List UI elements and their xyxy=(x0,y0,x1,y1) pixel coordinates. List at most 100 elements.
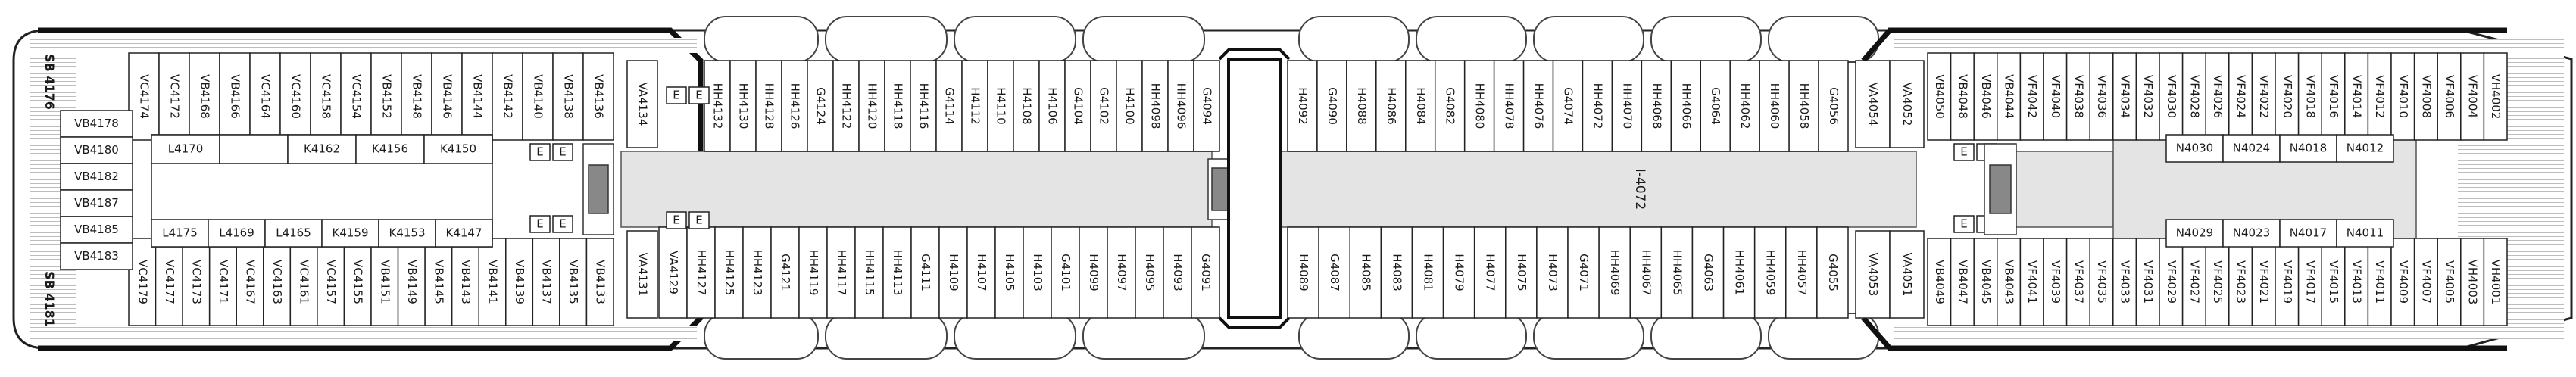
cabin[interactable]: HH4068 xyxy=(1641,60,1672,152)
cabin[interactable]: H4088 xyxy=(1346,60,1377,152)
cabin[interactable]: G4082 xyxy=(1434,60,1466,152)
cabin[interactable]: VF4014 xyxy=(2344,52,2369,141)
cabin[interactable]: VB4045 xyxy=(1973,238,1998,326)
cabin[interactable]: G4063 xyxy=(1691,226,1725,319)
cabin[interactable]: VB4182 xyxy=(60,163,133,191)
cabin[interactable]: VC4172 xyxy=(158,52,190,141)
cabin[interactable]: L4170 xyxy=(151,134,220,164)
cabin[interactable]: K4159 xyxy=(321,219,379,248)
cabin[interactable]: H4083 xyxy=(1380,226,1413,319)
cabin[interactable]: VA4129 xyxy=(658,226,688,319)
cabin[interactable]: H4085 xyxy=(1349,226,1382,319)
cabin[interactable]: VF4025 xyxy=(2205,238,2230,326)
cabin[interactable]: VF4031 xyxy=(2135,238,2160,326)
cabin[interactable]: VA4052 xyxy=(1889,60,1925,148)
cabin[interactable]: VH4003 xyxy=(2460,238,2485,326)
cabin[interactable]: HH4076 xyxy=(1522,60,1554,152)
cabin[interactable]: VF4036 xyxy=(2089,52,2114,141)
cabin[interactable]: VB4046 xyxy=(1973,52,1998,141)
cabin[interactable]: G4121 xyxy=(770,226,800,319)
cabin[interactable]: VF4011 xyxy=(2367,238,2392,326)
cabin[interactable]: HH4122 xyxy=(832,60,860,152)
cabin[interactable]: VB4043 xyxy=(1997,238,2022,326)
cabin[interactable]: HH4061 xyxy=(1722,226,1756,319)
cabin[interactable]: VF4020 xyxy=(2275,52,2300,141)
cabin[interactable]: VB4050 xyxy=(1927,52,1952,141)
cabin[interactable]: H4099 xyxy=(1079,226,1108,319)
cabin[interactable]: VF4006 xyxy=(2437,52,2462,141)
cabin[interactable]: HH4118 xyxy=(884,60,911,152)
cabin[interactable] xyxy=(219,134,289,164)
cabin[interactable]: VF4013 xyxy=(2344,238,2369,326)
cabin[interactable]: G4090 xyxy=(1316,60,1347,152)
cabin[interactable]: VC4179 xyxy=(128,238,157,326)
cabin[interactable]: K4147 xyxy=(435,219,493,248)
cabin[interactable]: H4105 xyxy=(994,226,1024,319)
cabin[interactable]: VF4019 xyxy=(2275,238,2300,326)
cabin[interactable]: VF4037 xyxy=(2065,238,2090,326)
cabin[interactable]: VF4010 xyxy=(2390,52,2415,141)
cabin[interactable]: G4114 xyxy=(935,60,963,152)
cabin[interactable]: VC4164 xyxy=(249,52,281,141)
cabin[interactable]: VF4026 xyxy=(2205,52,2230,141)
cabin[interactable]: VB4145 xyxy=(424,238,453,326)
cabin[interactable]: K4162 xyxy=(287,134,357,164)
cabin[interactable]: VC4177 xyxy=(155,238,183,326)
cabin[interactable]: H4109 xyxy=(938,226,968,319)
cabin[interactable]: HH4069 xyxy=(1598,226,1631,319)
cabin[interactable]: VF4042 xyxy=(2019,52,2044,141)
cabin[interactable]: H4110 xyxy=(987,60,1014,152)
cabin[interactable]: H4081 xyxy=(1411,226,1444,319)
cabin[interactable]: HH4060 xyxy=(1759,60,1790,152)
cabin[interactable]: H4075 xyxy=(1505,226,1538,319)
cabin[interactable]: VF4015 xyxy=(2321,238,2346,326)
cabin[interactable]: VF4030 xyxy=(2159,52,2184,141)
cabin[interactable]: VF4039 xyxy=(2043,238,2068,326)
cabin[interactable]: VC4174 xyxy=(128,52,160,141)
cabin[interactable]: K4150 xyxy=(423,134,493,164)
cabin[interactable]: VF4022 xyxy=(2251,52,2276,141)
cabin[interactable]: VA4131 xyxy=(626,230,658,319)
cabin[interactable]: VF4028 xyxy=(2181,52,2206,141)
cabin[interactable]: VH4002 xyxy=(2483,52,2508,141)
cabin[interactable]: VB4185 xyxy=(60,216,133,244)
cabin[interactable]: VB4135 xyxy=(559,238,588,326)
cabin[interactable]: VC4171 xyxy=(208,238,237,326)
cabin[interactable]: H4095 xyxy=(1135,226,1164,319)
cabin[interactable]: VF4035 xyxy=(2089,238,2114,326)
cabin[interactable]: N4017 xyxy=(2279,219,2337,248)
cabin[interactable]: VB4187 xyxy=(60,189,133,217)
cabin[interactable]: H4112 xyxy=(961,60,988,152)
cabin[interactable]: VF4012 xyxy=(2367,52,2392,141)
cabin[interactable]: VF4040 xyxy=(2043,52,2068,141)
cabin[interactable]: G4102 xyxy=(1090,60,1117,152)
cabin[interactable]: VC4173 xyxy=(182,238,211,326)
cabin[interactable]: G4091 xyxy=(1191,226,1220,319)
cabin[interactable]: VB4139 xyxy=(505,238,534,326)
cabin[interactable]: L4165 xyxy=(264,219,323,248)
cabin[interactable]: G4087 xyxy=(1318,226,1350,319)
cabin[interactable]: VB4146 xyxy=(431,52,463,141)
cabin[interactable]: HH4062 xyxy=(1729,60,1760,152)
cabin[interactable]: N4029 xyxy=(2165,219,2224,248)
cabin[interactable]: VA4054 xyxy=(1855,60,1891,148)
cabin[interactable]: VB4140 xyxy=(522,52,554,141)
cabin[interactable]: N4030 xyxy=(2165,134,2224,163)
cabin[interactable]: VC4157 xyxy=(317,238,345,326)
cabin[interactable]: HH4065 xyxy=(1660,226,1694,319)
cabin[interactable]: VF4005 xyxy=(2437,238,2462,326)
cabin[interactable]: HH4067 xyxy=(1629,226,1663,319)
cabin[interactable]: H4073 xyxy=(1536,226,1569,319)
cabin[interactable]: HH4119 xyxy=(798,226,828,319)
cabin[interactable]: VF4029 xyxy=(2159,238,2184,326)
cabin[interactable]: VC4154 xyxy=(340,52,372,141)
cabin[interactable]: VB4133 xyxy=(585,238,614,326)
cabin[interactable]: HH4072 xyxy=(1582,60,1613,152)
cabin[interactable]: HH4117 xyxy=(826,226,856,319)
cabin[interactable]: HH4059 xyxy=(1753,226,1787,319)
cabin[interactable]: HH4070 xyxy=(1611,60,1643,152)
cabin[interactable]: G4104 xyxy=(1064,60,1091,152)
cabin[interactable]: H4089 xyxy=(1287,226,1319,319)
cabin[interactable]: VF4032 xyxy=(2135,52,2160,141)
cabin[interactable]: VA4051 xyxy=(1889,230,1925,319)
